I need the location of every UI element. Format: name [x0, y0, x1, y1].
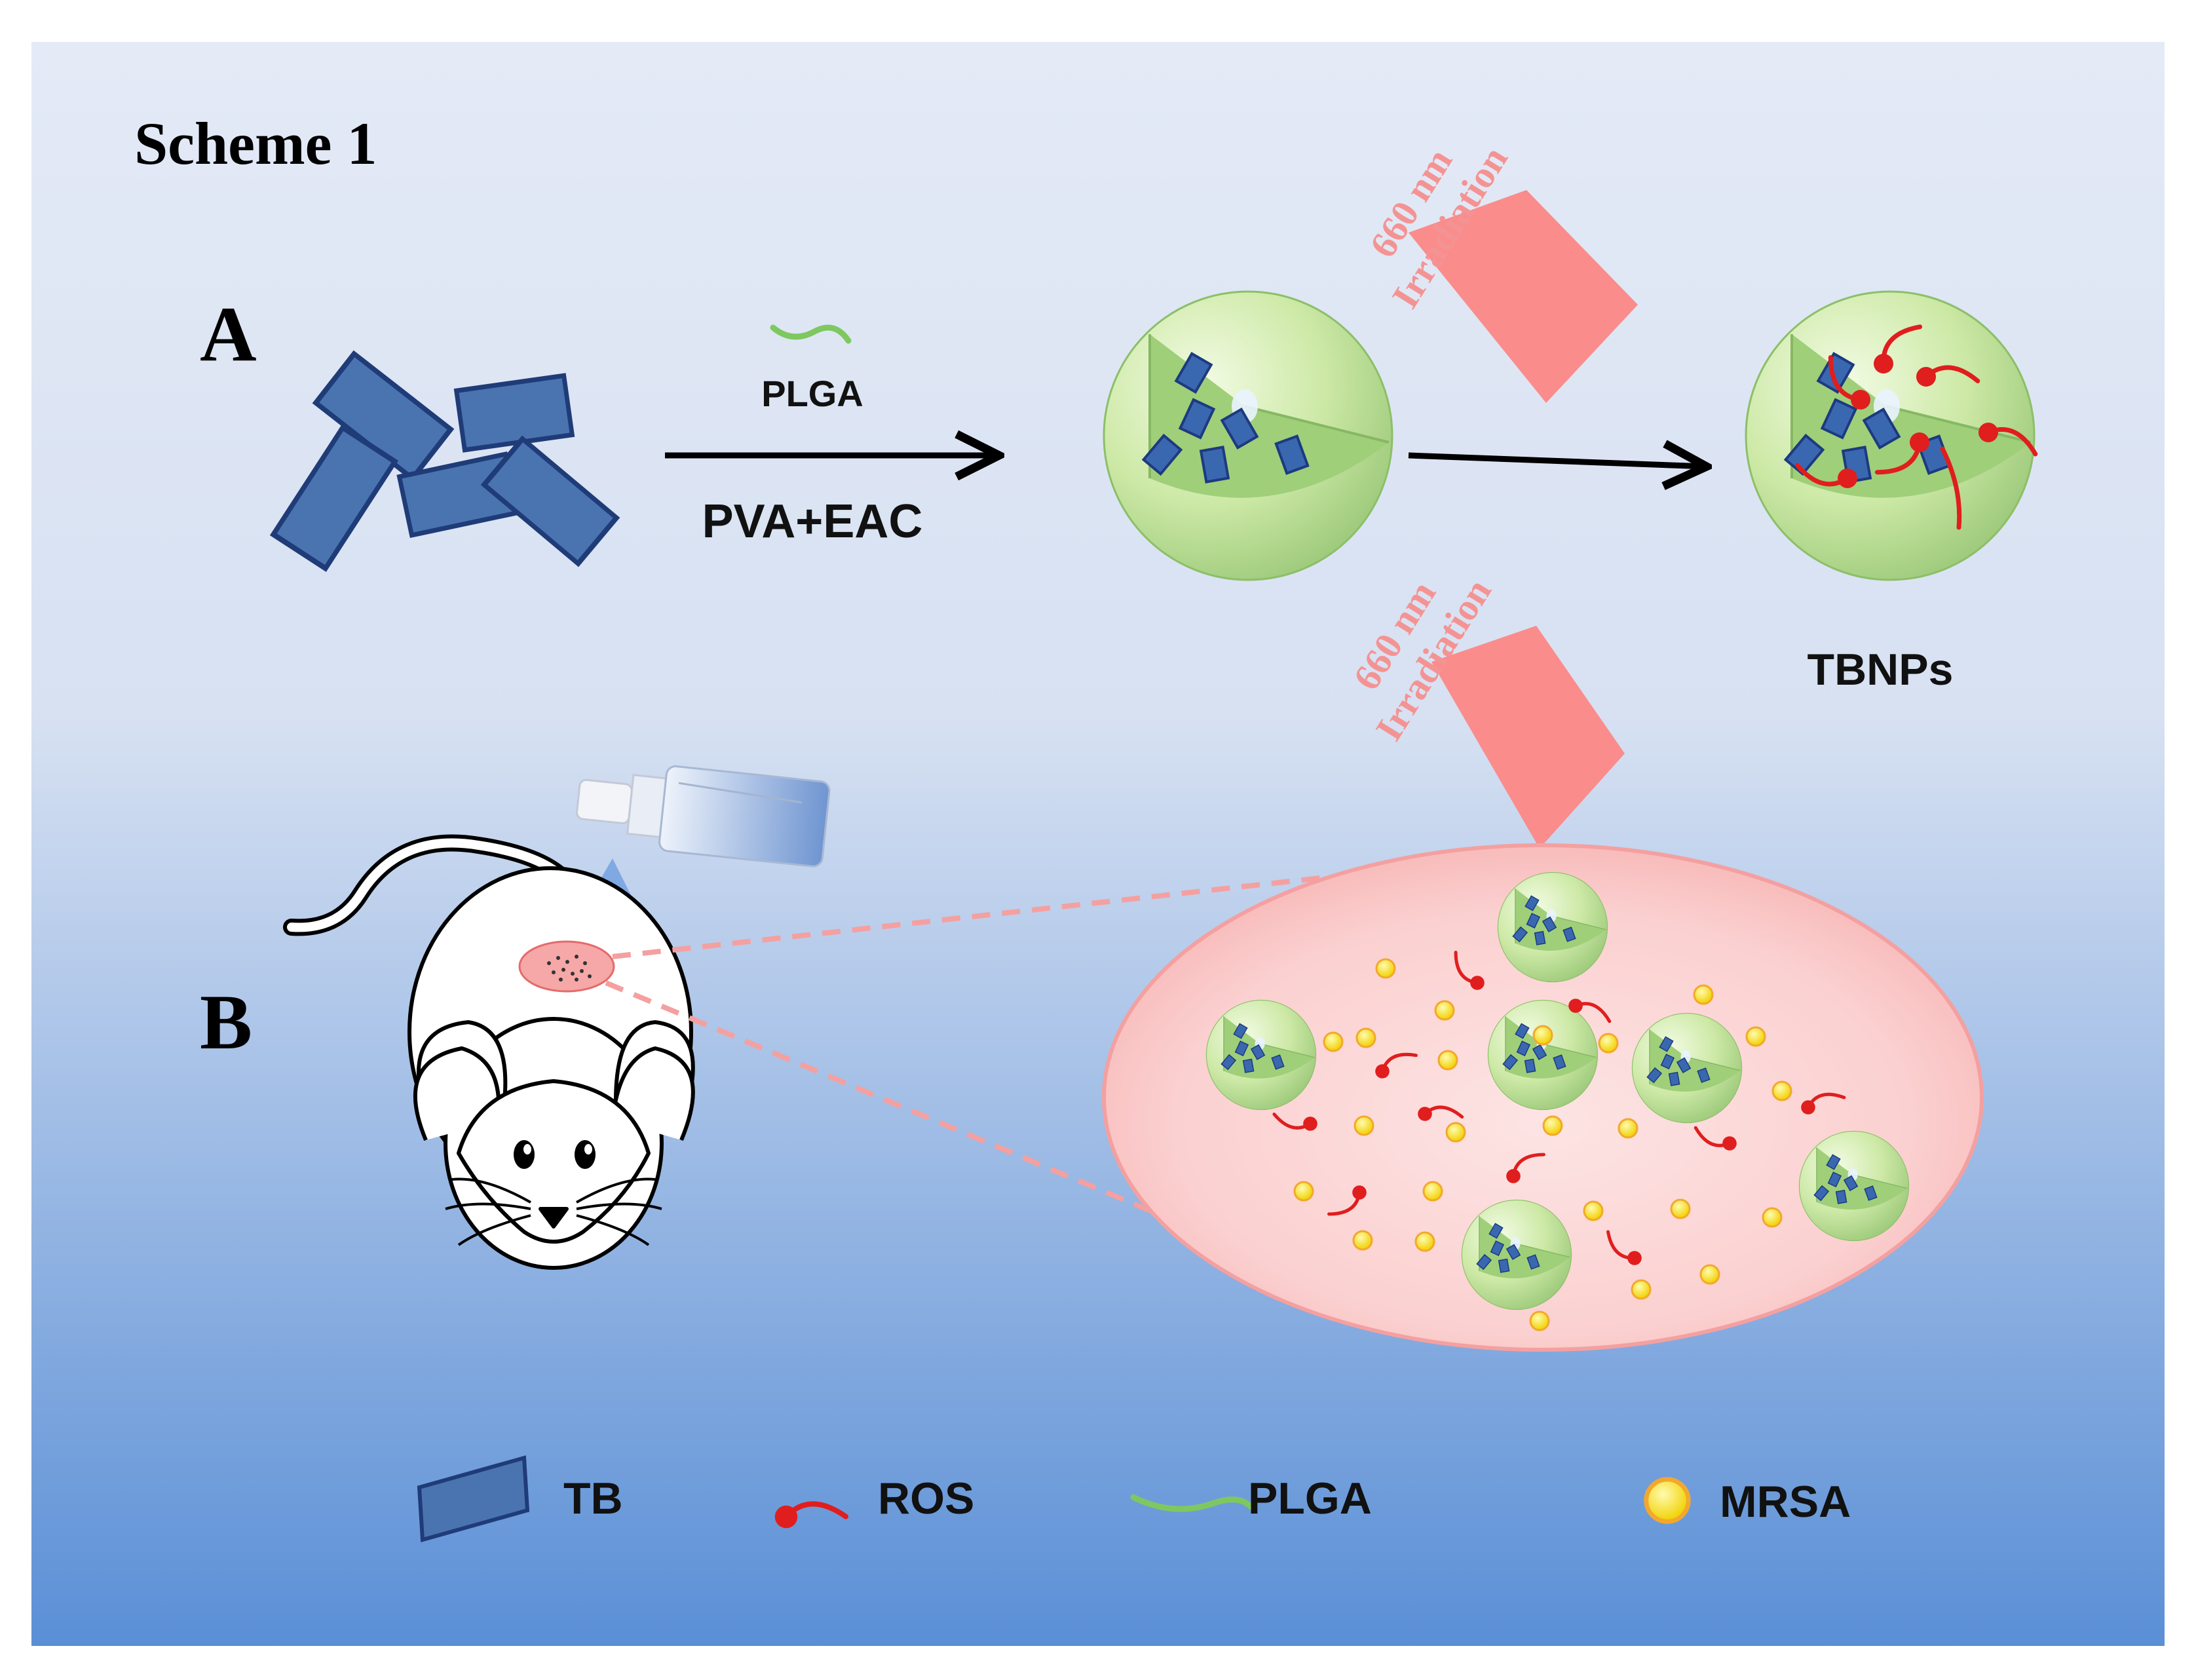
- legend-label-ros: ROS: [878, 1474, 974, 1523]
- legend: TB ROS PLGA MRSA: [417, 1455, 1851, 1551]
- tbnp-activated-nanoparticle: [1745, 290, 2035, 581]
- infection-site-zoom: [1102, 843, 1984, 1352]
- ros-generation: [1798, 320, 2035, 530]
- plga-label: PLGA: [761, 373, 863, 414]
- panel-label-a: A: [200, 290, 257, 377]
- wound-site: [518, 940, 615, 993]
- tb-crystal-icon: [417, 1455, 530, 1542]
- mrsa-icon: [1646, 1480, 1688, 1521]
- synthesis-arrow: PLGA PVA+EAC: [665, 324, 999, 548]
- legend-item-tb: TB: [417, 1455, 623, 1542]
- legend-item-mrsa: MRSA: [1646, 1477, 1851, 1527]
- spray-bottle-icon: [576, 765, 831, 868]
- legend-item-plga: PLGA: [1130, 1474, 1372, 1523]
- plga-strand-icon: [1130, 1494, 1255, 1512]
- legend-label-mrsa: MRSA: [1720, 1477, 1851, 1527]
- tb-loaded-nanoparticle: [1103, 290, 1393, 581]
- reagents-label: PVA+EAC: [702, 495, 923, 548]
- legend-label-plga: PLGA: [1248, 1474, 1372, 1523]
- light-beam-icon: [1431, 626, 1625, 849]
- product-label: TBNPs: [1808, 645, 1954, 695]
- scheme-title: Scheme 1: [134, 110, 377, 177]
- mouse-icon: [283, 834, 695, 1270]
- zoom-line: [605, 980, 1171, 1221]
- panel-label-b: B: [200, 978, 252, 1065]
- light-beam-icon: [1409, 190, 1638, 403]
- legend-label-tb: TB: [563, 1474, 623, 1523]
- irradiation-arrow: [1408, 455, 1707, 467]
- legend-item-ros: ROS: [770, 1474, 974, 1551]
- panel-background: [31, 42, 2165, 1646]
- plga-strand-icon: [770, 324, 852, 344]
